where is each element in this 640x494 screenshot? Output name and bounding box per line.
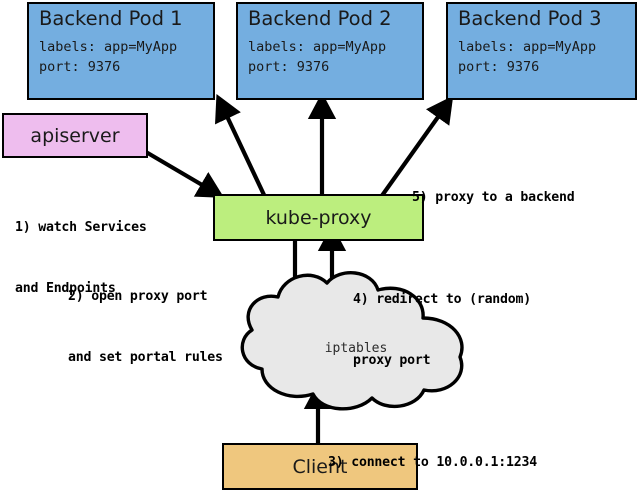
kube-proxy-label: kube-proxy <box>265 206 372 229</box>
step-2-line-2: and set portal rules <box>68 350 223 366</box>
backend-pod-2-title: Backend Pod 2 <box>248 7 392 30</box>
iptables-cloud <box>240 271 464 411</box>
step-1-line-2: and Endpoints <box>15 281 116 297</box>
step-1-label: 1) watch Services and Endpoints <box>15 177 147 341</box>
client-box[interactable]: Client <box>222 443 418 490</box>
backend-pod-1-port: port: 9376 <box>39 58 121 75</box>
step-3-line-1: 3) connect to 10.0.0.1:1234 <box>328 454 537 470</box>
backend-pod-1-title: Backend Pod 1 <box>39 7 183 30</box>
backend-pod-3-port: port: 9376 <box>458 58 540 75</box>
arrow-kubeproxy-to-pod3 <box>379 95 454 199</box>
backend-pod-1-box[interactable]: Backend Pod 1 labels: app=MyApp port: 93… <box>27 2 215 100</box>
backend-pod-3-box[interactable]: Backend Pod 3 labels: app=MyApp port: 93… <box>446 2 637 100</box>
backend-pod-1-labels: labels: app=MyApp <box>39 39 178 56</box>
step-2-label: 2) open proxy port and set portal rules <box>68 246 223 410</box>
step-5-line-1: 5) proxy to a backend <box>412 189 575 205</box>
backend-pod-2-box[interactable]: Backend Pod 2 labels: app=MyApp port: 93… <box>236 2 424 100</box>
backend-pod-2-labels: labels: app=MyApp <box>248 39 387 56</box>
client-label: Client <box>292 455 348 478</box>
arrow-kubeproxy-to-pod1 <box>215 94 267 198</box>
step-5-label: 5) proxy to a backend <box>412 147 575 249</box>
backend-pod-3-title: Backend Pod 3 <box>458 7 602 30</box>
apiserver-box[interactable]: apiserver <box>2 113 148 158</box>
step-4-line-2: proxy port <box>353 353 431 369</box>
step-2-line-1: 2) open proxy port <box>68 288 208 304</box>
step-3-label: 3) connect to 10.0.0.1:1234 <box>328 412 537 494</box>
arrow-apiserver-to-kubeproxy <box>144 150 225 198</box>
apiserver-label: apiserver <box>30 124 120 147</box>
backend-pod-2-port: port: 9376 <box>248 58 330 75</box>
backend-pod-3-labels: labels: app=MyApp <box>458 39 597 56</box>
step-4-line-1: 4) redirect to (random) <box>353 291 532 307</box>
kube-proxy-box[interactable]: kube-proxy <box>213 194 424 241</box>
iptables-label: iptables <box>324 341 388 356</box>
step-1-line-1: 1) watch Services <box>15 219 147 235</box>
step-4-label: 4) redirect to (random) proxy port <box>353 249 531 413</box>
